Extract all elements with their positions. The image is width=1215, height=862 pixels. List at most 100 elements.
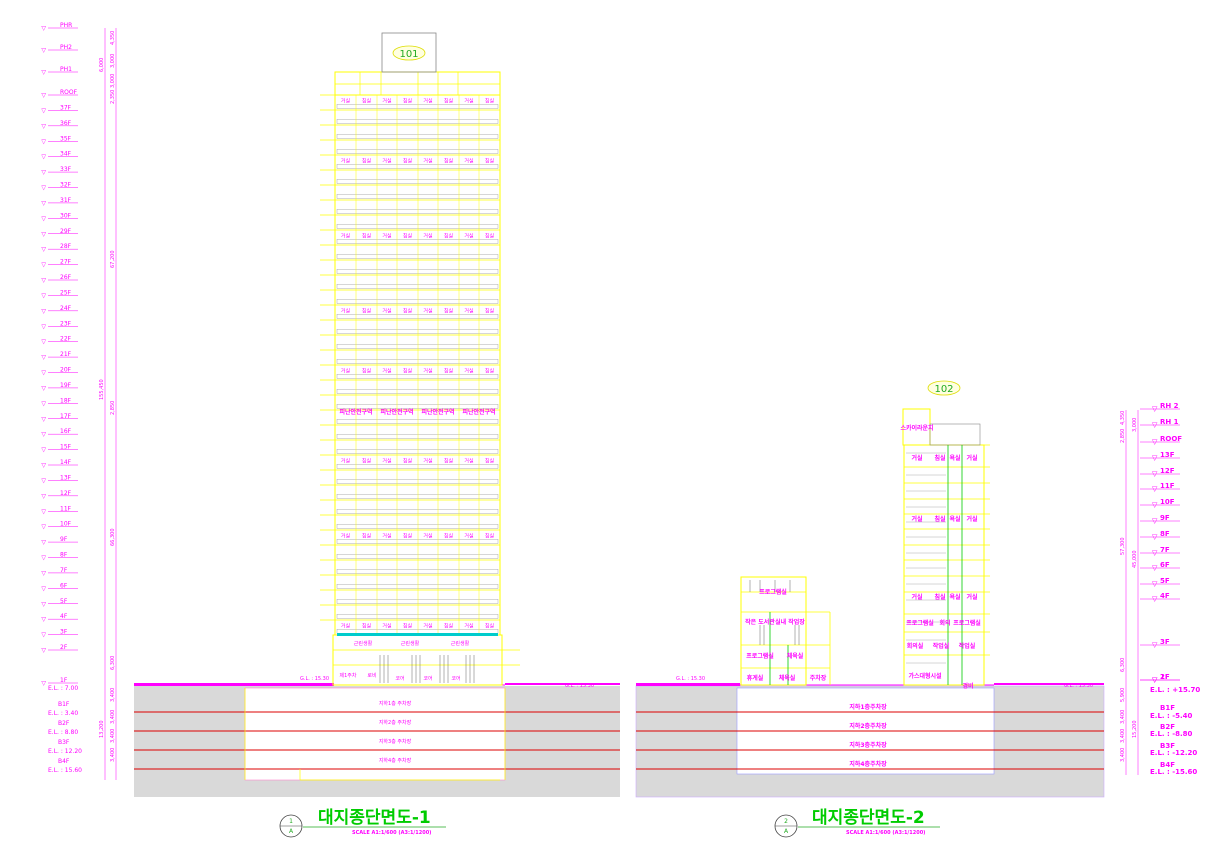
lobby-label: 근린생활: [401, 640, 420, 647]
window-band: [336, 554, 499, 559]
penthouse-grid-101: [335, 72, 500, 95]
level-tag: B4F: [58, 758, 70, 765]
unit-label: 거실: [382, 158, 392, 165]
level-tag: 20F: [60, 367, 72, 374]
level-triangle: ▽: [41, 524, 46, 531]
lobby-label: 근린생활: [354, 640, 373, 647]
svg-text:6,000: 6,000: [99, 58, 105, 72]
svg-text:회의실: 회의실: [907, 642, 924, 650]
svg-text:57,300: 57,300: [1120, 538, 1126, 556]
gl-label-1: G.L. : 15.30: [300, 676, 329, 682]
level-triangle: ▽: [1152, 454, 1158, 462]
svg-text:3,400: 3,400: [110, 710, 116, 724]
window-band: [336, 194, 499, 199]
elevation-label: E.L. : -15.60: [1150, 768, 1197, 776]
unit-label: 거실: [423, 458, 433, 465]
svg-text:거실: 거실: [911, 593, 923, 601]
svg-text:3,000: 3,000: [1132, 418, 1138, 432]
scale-text-2: SCALE A1:1/600 (A3:1/1200): [846, 830, 925, 836]
ground-label: 로비: [367, 672, 376, 679]
lowrise-label: 체육실: [779, 674, 796, 682]
level-column-2: ▽RH 2▽RH 1▽ROOF▽13F▽12F▽11F▽10F▽9F▽8F▽7F…: [1140, 402, 1200, 776]
window-band: [336, 119, 499, 124]
svg-text:5,900: 5,900: [1120, 688, 1126, 702]
basement-columns-1: [244, 688, 506, 781]
unit-label: 거실: [382, 308, 392, 315]
unit-label: 침실: [444, 458, 454, 465]
svg-text:거실: 거실: [911, 454, 923, 462]
level-tag: 15F: [60, 444, 72, 451]
parking-label: 지하2층 주차장: [379, 719, 412, 726]
level-triangle: ▽: [41, 323, 46, 330]
dimension-texts-2: 4,350 2,850 57,300 6,300 5,900 3,400 3,4…: [1120, 411, 1138, 762]
level-triangle: ▽: [41, 200, 46, 207]
unit-label: 거실: [464, 368, 474, 375]
level-tag: B3F: [1160, 742, 1175, 750]
unit-label: 침실: [403, 458, 413, 465]
unit-label: 침실: [403, 233, 413, 240]
basement-slabs-1: [134, 711, 620, 770]
ground-line-1b: [505, 683, 620, 685]
window-band: [336, 524, 499, 529]
level-triangle: ▽: [41, 493, 46, 500]
level-tag: 8F: [1160, 530, 1170, 538]
level-tag: 36F: [60, 120, 72, 127]
level-triangle: ▽: [41, 555, 46, 562]
level-triangle: ▽: [41, 539, 46, 546]
window-band: [336, 269, 499, 274]
level-tag: 4F: [1160, 592, 1170, 600]
svg-text:3,400: 3,400: [110, 748, 116, 762]
level-tag: RH 2: [1160, 402, 1179, 410]
window-band: [336, 134, 499, 139]
level-triangle: ▽: [1152, 421, 1158, 429]
level-triangle: ▽: [41, 447, 46, 454]
window-band: [336, 449, 499, 454]
svg-text:4,350: 4,350: [1120, 411, 1126, 425]
unit-label: 침실: [444, 368, 454, 375]
svg-text:3,400: 3,400: [110, 688, 116, 702]
elevation-label: E.L. : -8.80: [1150, 730, 1193, 738]
level-triangle: ▽: [1152, 641, 1158, 649]
level-triangle: ▽: [41, 138, 46, 145]
unit-label: 침실: [403, 368, 413, 375]
level-tag: 23F: [60, 320, 72, 327]
window-band: [336, 419, 499, 424]
svg-text:침실: 침실: [934, 515, 946, 523]
level-triangle: ▽: [41, 123, 46, 130]
section-title-1: 1 A 대지종단면도-1 SCALE A1:1/600 (A3:1/1200): [279, 808, 446, 838]
unit-label: 거실: [341, 158, 351, 165]
level-tag: 2F: [60, 644, 68, 651]
unit-label: 침실: [362, 623, 372, 630]
svg-text:4,350: 4,350: [110, 31, 116, 45]
lowrise-label: 작은 도서관: [745, 618, 775, 626]
window-band: [336, 329, 499, 334]
level-tag: 7F: [60, 567, 68, 574]
window-band: [336, 584, 499, 589]
svg-text:15,200: 15,200: [1132, 721, 1138, 739]
elevation-label: E.L. : -12.20: [1150, 749, 1197, 757]
lowrise-label: 프로그램실: [759, 588, 787, 596]
unit-label: 거실: [382, 458, 392, 465]
tower-102-room-labels: 거실 침실 욕실 거실 거실 침실 욕실 거실 거실 침실 욕실 거실 프로그램…: [906, 454, 981, 690]
marker-sheet-1: A: [289, 828, 294, 835]
window-band: [336, 614, 499, 619]
svg-text:침실: 침실: [934, 593, 946, 601]
level-tag: RH 1: [1160, 418, 1179, 426]
level-tag: B3F: [58, 739, 70, 746]
level-tag: 26F: [60, 274, 72, 281]
level-tag: 3F: [60, 629, 68, 636]
basement-slabs-2: [636, 711, 1104, 770]
level-triangle: ▽: [41, 246, 46, 253]
svg-text:6,300: 6,300: [1120, 658, 1126, 672]
level-tag: 12F: [60, 490, 72, 497]
level-triangle: ▽: [41, 431, 46, 438]
parking-label-2: 지하2층주차장: [849, 722, 887, 730]
lowrise-green: [769, 612, 789, 685]
unit-label: 침실: [403, 623, 413, 630]
level-triangle: ▽: [41, 385, 46, 392]
level-triangle: ▽: [41, 354, 46, 361]
level-tag: 21F: [60, 351, 72, 358]
svg-text:155,450: 155,450: [99, 379, 105, 400]
window-band: [336, 599, 499, 604]
level-triangle: ▽: [41, 462, 46, 469]
